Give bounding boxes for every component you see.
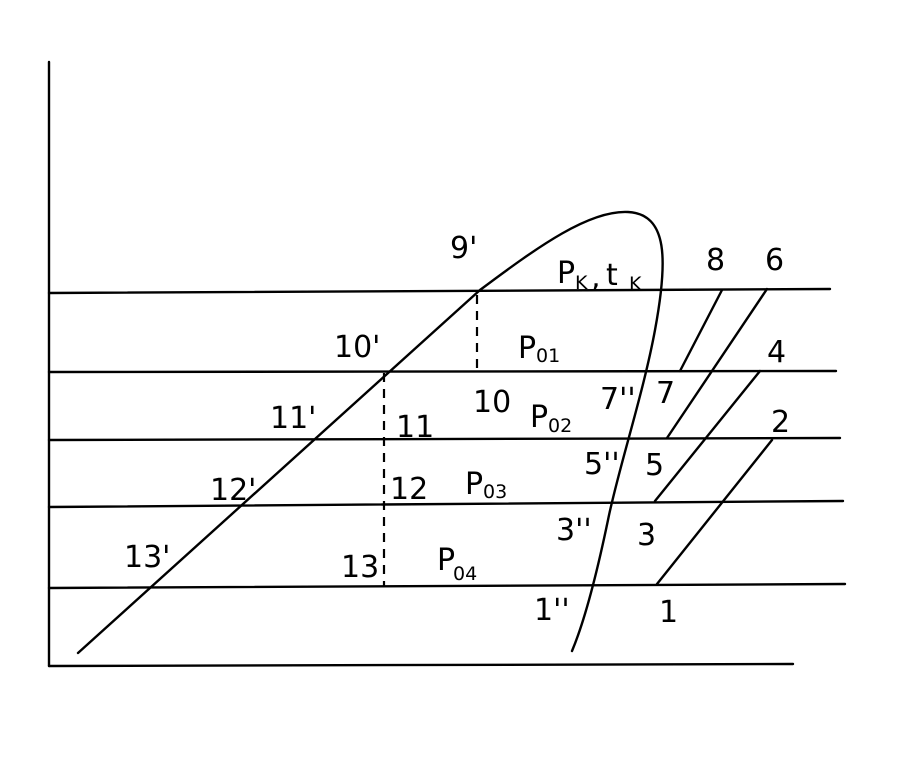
label-1-double-prime: 1'' bbox=[534, 593, 570, 628]
label-11-prime: 11' bbox=[270, 401, 316, 436]
label-1: 1 bbox=[659, 595, 678, 630]
label-3: 3 bbox=[637, 518, 656, 553]
label-tk: t bbox=[606, 258, 618, 293]
label-po4-subscript: 04 bbox=[453, 563, 477, 585]
label-po1: P bbox=[518, 331, 536, 366]
label-3-double-prime: 3'' bbox=[556, 513, 592, 548]
label-11: 11 bbox=[396, 410, 434, 445]
label-13: 13 bbox=[341, 550, 379, 585]
label-po2-subscript: 02 bbox=[548, 415, 572, 437]
label-5-double-prime: 5'' bbox=[584, 447, 620, 482]
x-axis bbox=[47, 662, 795, 668]
label-7-double-prime: 7'' bbox=[600, 382, 636, 417]
saturation-curve bbox=[76, 210, 664, 655]
isotherm-6-5 bbox=[665, 287, 769, 440]
label-pk-separator: , bbox=[591, 260, 601, 295]
label-pk-tk: P K , t K bbox=[557, 256, 642, 295]
isotherm-8-7 bbox=[678, 288, 724, 373]
isotherm-2-1 bbox=[655, 438, 774, 586]
label-4: 4 bbox=[767, 335, 786, 370]
pressure-line-po4 bbox=[47, 582, 847, 590]
pressure-line-po1 bbox=[47, 369, 838, 374]
pressure-line-pk bbox=[47, 287, 832, 295]
label-6: 6 bbox=[765, 243, 784, 278]
label-5: 5 bbox=[645, 448, 664, 483]
label-9-prime: 9' bbox=[450, 231, 477, 266]
label-po3: P bbox=[465, 467, 483, 502]
label-po3-subscript: 03 bbox=[483, 481, 507, 503]
label-7: 7 bbox=[656, 376, 675, 411]
label-10-prime: 10' bbox=[334, 330, 380, 365]
label-13-prime: 13' bbox=[124, 540, 170, 575]
label-tk-subscript: K bbox=[629, 273, 642, 295]
label-12-prime: 12' bbox=[210, 473, 256, 508]
label-10: 10 bbox=[473, 385, 511, 420]
label-po2: P bbox=[530, 400, 548, 435]
label-pk-subscript: K bbox=[575, 272, 588, 294]
label-po4: P bbox=[437, 543, 455, 578]
label-2: 2 bbox=[771, 405, 790, 440]
label-pk: P bbox=[557, 256, 575, 291]
label-po1-subscript: 01 bbox=[536, 345, 560, 367]
label-12: 12 bbox=[390, 472, 428, 507]
pressure-line-po2 bbox=[47, 436, 842, 442]
pressure-line-po3 bbox=[47, 499, 845, 509]
label-8: 8 bbox=[706, 243, 725, 278]
isotherm-4-3 bbox=[653, 369, 762, 503]
